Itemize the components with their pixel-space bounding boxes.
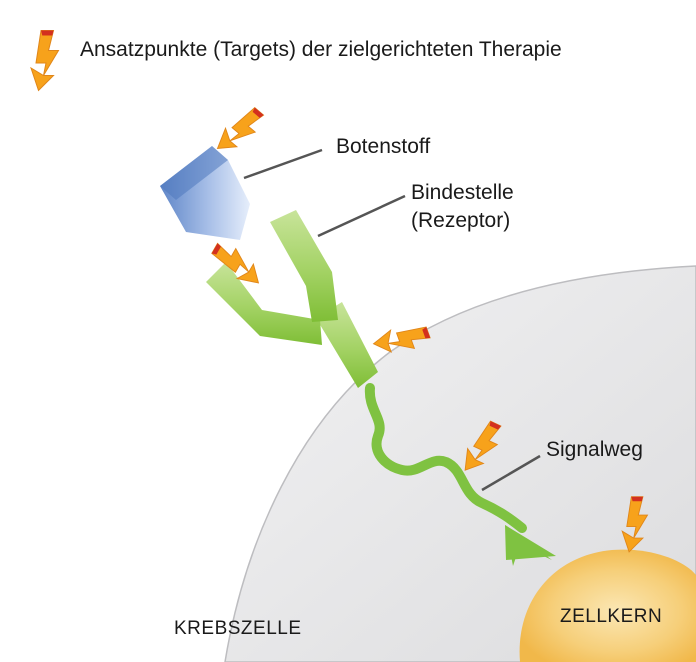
pathway-label: Signalweg [546, 438, 643, 461]
signal-pathway [364, 383, 527, 533]
legend-text: Ansatzpunkte (Targets) der zielgerichtet… [80, 38, 562, 61]
receptor [206, 210, 378, 388]
receptor-leader-line [317, 194, 406, 238]
receptor-label-line1: Bindestelle [411, 181, 514, 204]
signal-pathway-arrowhead-fill [505, 525, 556, 560]
receptor-label-line2: (Rezeptor) [411, 209, 510, 232]
messenger-leader-line [243, 148, 323, 180]
messenger-label: Botenstoff [336, 135, 430, 158]
cell-nucleus [519, 549, 696, 662]
target-arrow-icon-messenger [211, 101, 268, 161]
nucleus-label: ZELLKERN [560, 606, 662, 627]
cancer-cell-label: KREBSZELLE [174, 618, 302, 639]
target-arrow-icon [30, 29, 60, 92]
pathway-leader-line [481, 454, 541, 492]
messenger-molecule-face [160, 146, 228, 200]
